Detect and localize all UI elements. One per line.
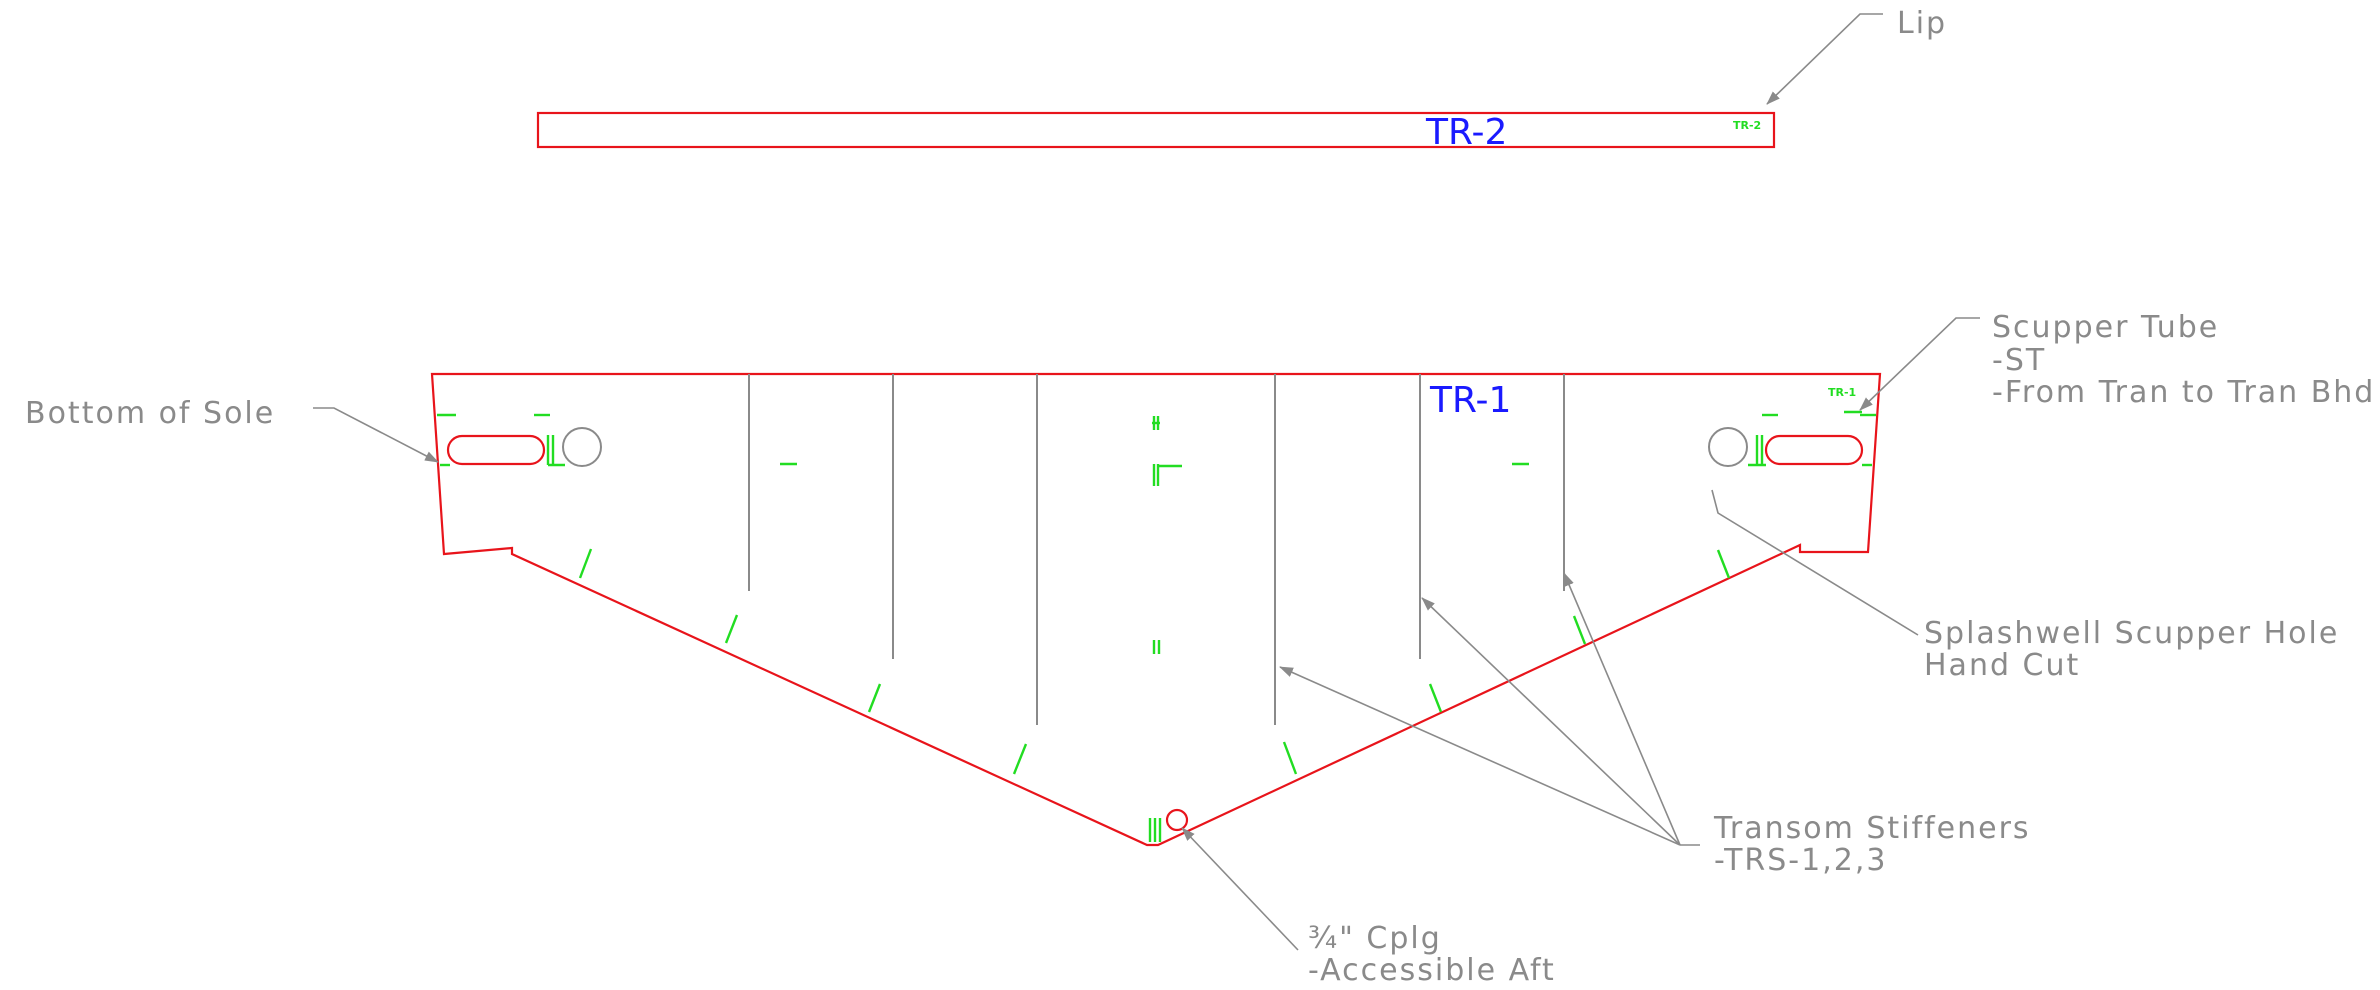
cplg-hole <box>1165 808 1189 832</box>
leader-lines <box>313 13 1980 951</box>
splashwell-callout-line-2: Hand Cut <box>1924 648 2080 683</box>
callout-texts: Lip Scupper Tube -ST -From Tran to Tran … <box>25 6 2375 988</box>
splashwell-callout-line-1: Splashwell Scupper Hole <box>1924 616 2339 651</box>
stiffener-lines <box>748 374 1565 725</box>
scupper-tube-callout-line-1: Scupper Tube <box>1992 310 2219 345</box>
tr1-plate: TR-1 TR-1 <box>430 372 1882 847</box>
weld-marks <box>437 410 1876 842</box>
tr2-tag: TR-2 <box>1733 119 1761 132</box>
tr2-label: TR-2 <box>1425 112 1507 153</box>
port-scupper-hole <box>562 427 602 467</box>
stiffeners-callout-line-1: Transom Stiffeners <box>1713 811 2031 846</box>
cplg-callout-line-1: ¾" Cplg <box>1308 921 1442 956</box>
stbd-scupper-slot <box>1764 434 1864 466</box>
tr1-label: TR-1 <box>1429 380 1511 421</box>
stiffeners-callout-line-2: -TRS-1,2,3 <box>1714 843 1887 878</box>
tr1-outline <box>430 372 1882 847</box>
scupper-tube-callout-line-3: -From Tran to Tran Bhd <box>1992 375 2375 410</box>
lip-callout: Lip <box>1897 6 1947 41</box>
bottom-of-sole-callout: Bottom of Sole <box>25 396 275 431</box>
tr1-tag: TR-1 <box>1828 386 1856 399</box>
tr2-outline <box>536 111 1776 149</box>
cplg-callout-line-2: -Accessible Aft <box>1308 953 1556 988</box>
tr2-plate: TR-2 TR-2 <box>536 111 1776 153</box>
scupper-tube-callout-line-2: -ST <box>1992 343 2046 378</box>
port-scupper-slot <box>446 434 546 466</box>
stbd-scupper-hole <box>1708 427 1748 467</box>
